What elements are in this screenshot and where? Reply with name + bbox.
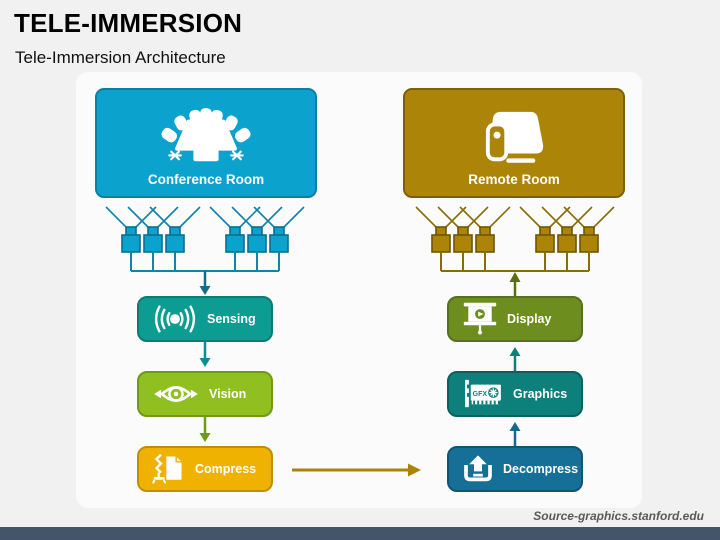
projector-screen-icon: [463, 302, 497, 335]
footer-bar: [0, 527, 720, 540]
signal-sensor-icon: [154, 305, 196, 333]
flow-label: Display: [507, 312, 552, 326]
graphics-card-icon: GFX: [465, 379, 501, 408]
decompress-tray-icon: [464, 455, 492, 482]
display-node: Display: [447, 296, 583, 342]
compress-node: Compress: [137, 446, 273, 492]
page-title: TELE-IMMERSION: [14, 8, 243, 38]
remote-room-node: Remote Room: [403, 88, 625, 198]
flow-label: Sensing: [207, 312, 256, 326]
sensing-node: Sensing: [137, 296, 273, 342]
graphics-node: GFX Graphics: [447, 371, 583, 417]
conference-table-icon: [161, 108, 251, 162]
remote-screen-icon: [485, 111, 544, 163]
decompress-node: Decompress: [447, 446, 583, 492]
flow-label: Vision: [209, 387, 247, 401]
compress-file-icon: [152, 453, 182, 484]
page-subtitle: Tele-Immersion Architecture: [15, 48, 226, 67]
svg-text:GFX: GFX: [473, 391, 488, 398]
flow-label: Compress: [195, 462, 257, 476]
room-label: Remote Room: [468, 172, 560, 187]
vision-node: Vision: [137, 371, 273, 417]
room-label: Conference Room: [147, 172, 265, 187]
flow-label: Graphics: [513, 387, 568, 401]
conference-room-node: Conference Room: [95, 88, 317, 198]
source-credit: Source-graphics.stanford.edu: [533, 509, 704, 523]
eye-vision-icon: [154, 386, 198, 402]
flow-label: Decompress: [503, 462, 579, 476]
